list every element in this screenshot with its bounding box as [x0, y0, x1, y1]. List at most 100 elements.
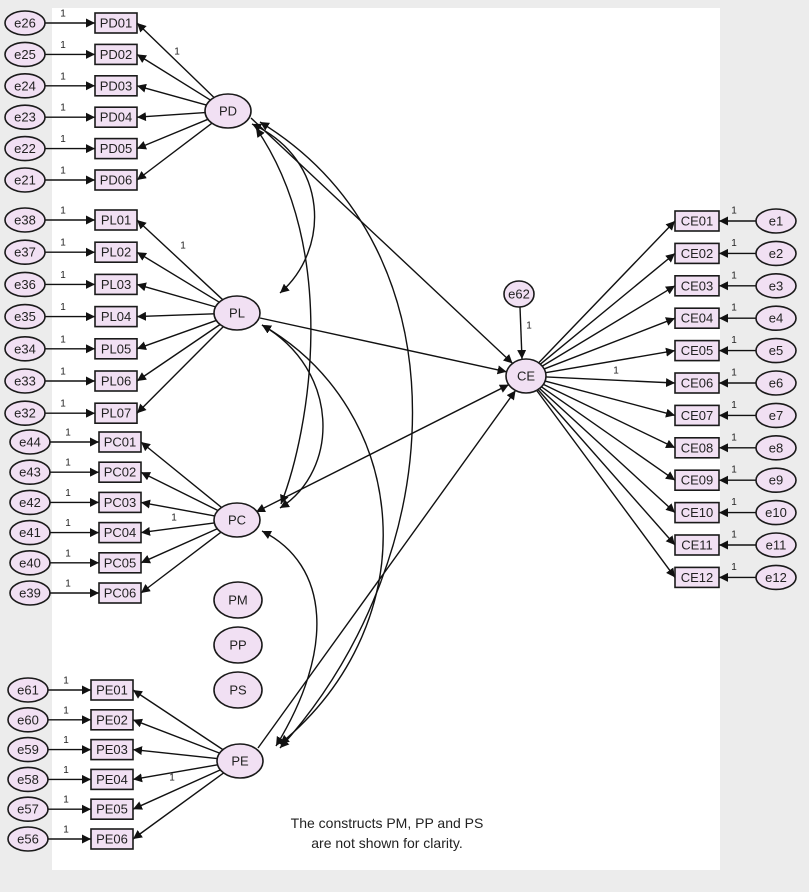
error-label-e6: e6: [769, 376, 783, 391]
error-label-e57: e57: [17, 802, 39, 817]
indicator-PC05: [98, 551, 142, 574]
error-weight-e35: 1: [60, 302, 66, 313]
loading-CE01: [538, 220, 676, 364]
error-term-e37: [4, 239, 46, 265]
loading-CE04: [543, 317, 676, 370]
error-weight-e11: 1: [731, 530, 737, 541]
error-weight-e56: 1: [63, 825, 69, 836]
loading-PC06: [140, 531, 222, 594]
latent-label-PC: PC: [228, 513, 246, 528]
path-layer: [45, 18, 756, 844]
indicator-label-PL05: PL05: [101, 341, 131, 356]
covariance-PD-PC: [255, 127, 312, 505]
indicator-PC01: [98, 431, 142, 453]
disturbance-e62: [503, 280, 535, 308]
error-label-e24: e24: [14, 78, 36, 93]
indicator-label-CE02: CE02: [681, 246, 714, 261]
loading-PC04: [140, 522, 215, 536]
error-weight-e12: 1: [731, 562, 737, 573]
loading-PD01: [136, 22, 215, 98]
indicator-PE04: [90, 768, 134, 791]
structural-path-PD: [250, 117, 514, 364]
error-label-e8: e8: [769, 440, 783, 455]
error-weight-e24: 1: [60, 71, 66, 82]
error-term-e41: [9, 519, 51, 546]
error-label-e7: e7: [769, 408, 783, 423]
indicator-label-PD05: PD05: [100, 141, 133, 156]
indicator-PL05: [94, 337, 138, 360]
error-term-e2: [755, 240, 797, 267]
latent-CE: [505, 358, 547, 394]
indicator-label-PE02: PE02: [96, 712, 128, 727]
error-weight-e39: 1: [65, 579, 71, 590]
error-term-e3: [755, 272, 797, 299]
covariance-PD-PL: [251, 123, 316, 294]
error-label-e39: e39: [19, 586, 41, 601]
loading-CE10: [539, 387, 676, 514]
error-label-e34: e34: [14, 341, 36, 356]
variable-layer: e261PD01e251PD02e241PD03e231PD04e221PD05…: [4, 9, 797, 852]
error-label-e43: e43: [19, 465, 41, 480]
error-term-e38: [4, 207, 46, 233]
error-label-e23: e23: [14, 110, 36, 125]
indicator-label-PE06: PE06: [96, 832, 128, 847]
error-term-e57: [7, 796, 49, 823]
indicator-label-PL01: PL01: [101, 213, 131, 228]
indicator-label-PL03: PL03: [101, 277, 131, 292]
latent-PD: [204, 93, 252, 129]
note-line-1: The constructs PM, PP and PS: [291, 815, 484, 831]
loading-PL06: [136, 323, 221, 382]
latent-PC: [213, 502, 261, 538]
error-weight-e2: 1: [731, 238, 737, 249]
latent-label-PM: PM: [228, 593, 248, 608]
loading-PE05: [132, 769, 221, 810]
latent-PE: [216, 743, 264, 779]
indicator-label-CE08: CE08: [681, 440, 714, 455]
indicator-PD05: [94, 137, 138, 160]
indicator-PC02: [98, 461, 142, 484]
error-weight-e42: 1: [65, 488, 71, 499]
indicator-PD03: [94, 75, 138, 97]
error-weight-e38: 1: [60, 206, 66, 217]
indicator-PD01: [94, 12, 138, 34]
indicator-label-PL02: PL02: [101, 245, 131, 260]
error-weight-e4: 1: [731, 303, 737, 314]
error-label-e21: e21: [14, 173, 36, 188]
indicator-CE01: [674, 210, 720, 232]
error-label-e35: e35: [14, 309, 36, 324]
error-label-e38: e38: [14, 213, 36, 228]
error-term-e34: [4, 335, 46, 362]
indicator-PC06: [98, 582, 142, 604]
indicator-PL01: [94, 209, 138, 231]
loading-PD05: [136, 118, 209, 150]
error-label-e26: e26: [14, 16, 36, 31]
indicator-label-CE12: CE12: [681, 570, 714, 585]
error-term-e26: [4, 10, 46, 36]
indicator-PE01: [90, 679, 134, 701]
error-term-e10: [755, 499, 797, 526]
error-weight-e40: 1: [65, 548, 71, 559]
error-weight-e36: 1: [60, 270, 66, 281]
loading-PL01: [136, 219, 224, 301]
loading-PL03: [136, 282, 216, 308]
error-term-e39: [9, 580, 51, 606]
indicator-CE06: [674, 372, 720, 394]
indicator-label-CE05: CE05: [681, 343, 714, 358]
loading-CE03: [541, 285, 676, 367]
indicator-label-PE05: PE05: [96, 802, 128, 817]
loading-CE12: [536, 389, 676, 578]
structural-path-PL: [259, 317, 507, 375]
error-term-e60: [7, 706, 49, 733]
loading-CE07: [544, 380, 676, 418]
latent-label-PL: PL: [229, 306, 245, 321]
loading-PD03: [136, 83, 207, 106]
error-weight-e3: 1: [731, 270, 737, 281]
error-term-e25: [4, 41, 46, 68]
loading-PE01: [132, 689, 224, 751]
indicator-PC03: [98, 491, 142, 514]
error-term-e58: [7, 766, 49, 793]
error-label-e42: e42: [19, 495, 41, 510]
error-term-e40: [9, 549, 51, 576]
error-label-e40: e40: [19, 555, 41, 570]
latent-PL: [213, 295, 261, 331]
